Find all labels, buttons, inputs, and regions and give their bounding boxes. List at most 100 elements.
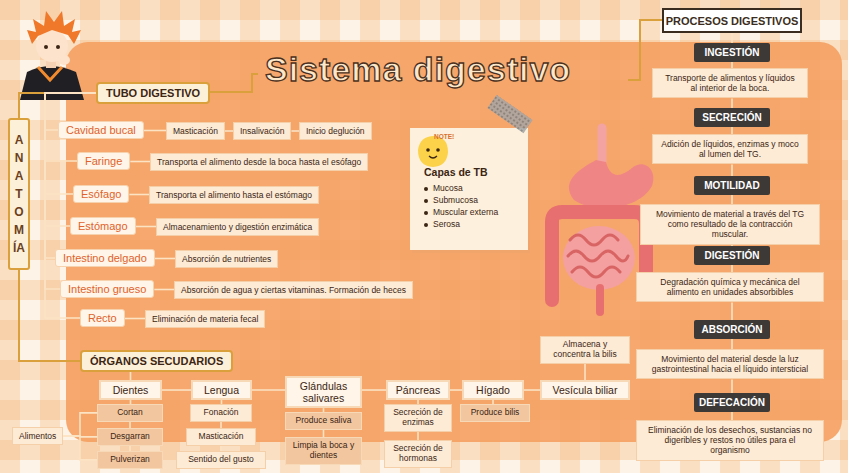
connector-line xyxy=(136,226,156,228)
box-text: DIGESTIÓN xyxy=(704,250,759,261)
box-text: ANATOMÍA xyxy=(13,131,25,257)
description-box: Adición de líquidos, enzimas y moco al l… xyxy=(652,134,808,164)
organ-box: Cavidad bucal xyxy=(58,121,144,139)
description-box: Insalivación xyxy=(233,122,291,140)
box-text: Adición de líquidos, enzimas y moco al l… xyxy=(661,139,799,159)
box-text: Cavidad bucal xyxy=(66,124,136,136)
description-box: Movimiento del material desde la luz gas… xyxy=(636,349,824,379)
function-box: Fonación xyxy=(190,404,252,422)
box-text: Absorción de nutrientes xyxy=(182,254,271,264)
organ-box: Estómago xyxy=(70,217,136,235)
box-text: Alimentos xyxy=(19,431,56,441)
box-text: Glándulas salivares xyxy=(291,380,356,404)
connector-line xyxy=(125,318,145,320)
box-text: Sentido del gusto xyxy=(188,455,254,465)
process-label: MOTILIDAD xyxy=(694,176,770,195)
function-box: Desgarran xyxy=(97,428,163,446)
description-box: Inicio deglución xyxy=(299,122,372,140)
box-text: SECRECIÓN xyxy=(702,112,761,123)
box-text: Desgarran xyxy=(110,432,150,442)
box-text: Degradación química y mecánica del alime… xyxy=(645,277,815,297)
box-text: Limpia la boca y dientes xyxy=(289,441,358,461)
function-box: Masticación xyxy=(186,428,256,446)
organ-box: Faringe xyxy=(77,152,130,170)
box-text: Intestino grueso xyxy=(68,283,146,295)
box-text: PROCESOS DIGESTIVOS xyxy=(666,15,799,27)
connector-line xyxy=(130,161,150,163)
function-box: Sentido del gusto xyxy=(176,451,266,469)
diagram-title: Sistema digestivo xyxy=(265,50,571,89)
box-text: ÓRGANOS SECUDARIOS xyxy=(90,355,223,367)
box-text: Masticación xyxy=(199,432,244,442)
box-text: Recto xyxy=(88,312,117,324)
function-box: Cortan xyxy=(97,404,163,422)
input-box: Alimentos xyxy=(12,427,63,445)
character-illustration xyxy=(20,11,84,100)
process-label: INGESTIÓN xyxy=(694,43,770,62)
box-text: Secreción de hormonas xyxy=(388,444,448,464)
box-text: Inicio deglución xyxy=(306,126,365,136)
description-box: Transporte de alimentos y líquidos al in… xyxy=(652,68,808,98)
function-box: Produce saliva xyxy=(285,412,362,430)
process-label: ABSORCIÓN xyxy=(694,320,770,339)
connector-line xyxy=(154,289,174,291)
box-text: Lengua xyxy=(204,384,239,396)
organ-box: Recto xyxy=(80,309,125,327)
description-box: Transporta el alimento desde la boca has… xyxy=(150,153,368,171)
description-box: Eliminación de materia fecal xyxy=(145,310,265,328)
note-card: NOTE!Capas de TBMucosaSubmucosaMuscular … xyxy=(410,128,528,250)
connector-line xyxy=(731,412,733,420)
box-text: MOTILIDAD xyxy=(704,180,760,191)
connector-line xyxy=(155,258,175,260)
section-heading: ÓRGANOS SECUDARIOS xyxy=(80,350,233,372)
box-text: Produce bilis xyxy=(471,408,520,418)
description-box: Eliminación de los desechos, sustancias … xyxy=(636,420,824,461)
connector-line xyxy=(731,379,733,393)
connector-line xyxy=(130,372,132,380)
box-text: Insalivación xyxy=(240,126,284,136)
box-text: DEFECACIÓN xyxy=(699,397,765,408)
description-box: Movimiento de material a través del TG c… xyxy=(640,204,820,245)
description-box: Absorción de nutrientes xyxy=(175,250,278,268)
connector-line xyxy=(731,164,733,176)
connector-line xyxy=(417,432,419,440)
organ-box: Vesícula biliar xyxy=(540,380,630,400)
note-heading: NOTE! xyxy=(434,133,454,140)
function-box: Produce bilis xyxy=(460,404,530,422)
organ-box: Intestino delgado xyxy=(55,249,155,267)
process-label: DIGESTIÓN xyxy=(694,246,770,265)
process-label: SECRECIÓN xyxy=(694,108,770,127)
function-box: Almacena y concentra la bilis xyxy=(540,336,630,364)
connector-line xyxy=(63,413,97,436)
list-item: Serosa xyxy=(424,219,460,230)
connector-line xyxy=(144,130,166,132)
function-box: Secreción de enzimas xyxy=(384,404,452,432)
connector-line xyxy=(362,389,386,391)
connector-line xyxy=(450,389,462,391)
connector-line xyxy=(731,127,733,134)
description-box: Degradación química y mecánica del alime… xyxy=(636,272,824,302)
section-heading: PROCESOS DIGESTIVOS xyxy=(662,8,802,33)
organ-box: Hígado xyxy=(462,380,524,400)
description-box: Absorción de agua y ciertas vitaminas. F… xyxy=(174,281,413,299)
connector-line xyxy=(323,430,325,437)
list-item: Mucosa xyxy=(424,183,463,194)
connector-line xyxy=(731,98,733,108)
organ-box: Dientes xyxy=(99,380,162,400)
box-text: Esófago xyxy=(81,188,121,200)
list-item: Submucosa xyxy=(424,195,478,206)
box-text: Transporta el alimento hasta el estómago xyxy=(156,190,312,200)
function-box: Secreción de hormonas xyxy=(384,440,452,468)
box-text: Movimiento del material desde la luz gas… xyxy=(645,354,815,374)
box-text: Pulverizan xyxy=(110,455,150,465)
box-text: Faringe xyxy=(85,155,122,167)
function-box: Pulverizan xyxy=(97,451,163,469)
connector-line xyxy=(162,389,191,391)
description-box: Transporta el alimento hasta el estómago xyxy=(149,186,319,204)
box-text: Estómago xyxy=(78,220,128,232)
list-item: Muscular externa xyxy=(424,207,498,218)
note-paper xyxy=(410,95,533,253)
organ-box: Lengua xyxy=(191,380,252,400)
box-text: Transporte de alimentos y líquidos al in… xyxy=(661,73,799,93)
